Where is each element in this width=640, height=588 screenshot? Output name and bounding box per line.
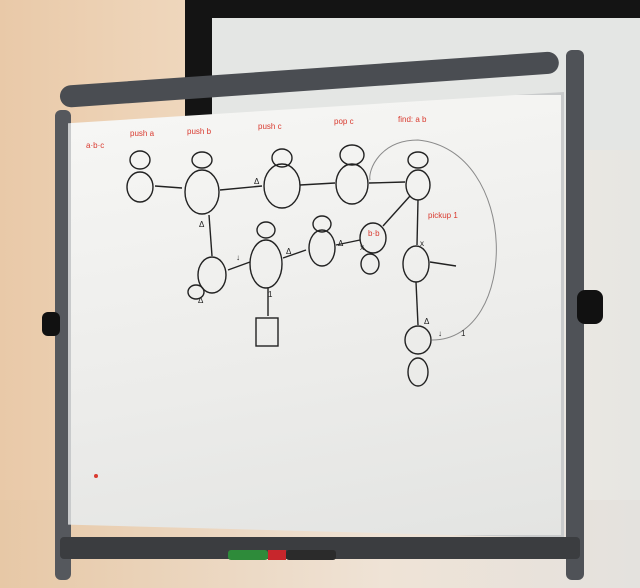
label-state-3: push b xyxy=(187,127,212,136)
label-state-1: a·b·c xyxy=(86,141,104,150)
label-state-7: pickup 1 xyxy=(428,211,458,220)
label-state-5: pop c xyxy=(334,117,354,126)
state-circle xyxy=(197,256,227,294)
state-circle xyxy=(184,169,220,215)
state-circle xyxy=(405,169,431,201)
state-circle xyxy=(308,229,336,267)
label-state-4: push c xyxy=(258,122,282,131)
left-knob[interactable] xyxy=(42,312,60,336)
label-state-8: b·b xyxy=(368,229,380,238)
red-dot xyxy=(94,474,98,478)
label-state-2: push a xyxy=(130,129,155,138)
transition-delta: Δ xyxy=(338,239,344,248)
state-circle xyxy=(359,222,387,254)
final-state-box xyxy=(255,317,279,347)
state-circle xyxy=(249,239,283,289)
stand-right-post xyxy=(566,50,584,580)
transition-delta: Δ xyxy=(286,247,292,256)
transition-down: ↓ xyxy=(236,253,240,262)
transition-delta: Δ xyxy=(254,177,260,186)
markers xyxy=(228,550,338,560)
marker-red[interactable] xyxy=(268,550,286,560)
marker-black[interactable] xyxy=(286,550,336,560)
transition-delta: Δ xyxy=(424,317,430,326)
transition-delta: Δ xyxy=(199,220,205,229)
state-circle xyxy=(263,163,301,209)
state-circle xyxy=(402,245,430,283)
state-circle xyxy=(126,171,154,203)
transition-one: 1 xyxy=(461,329,466,338)
state-circle xyxy=(404,325,432,355)
marker-green[interactable] xyxy=(228,550,268,560)
transition-x: x xyxy=(420,239,424,248)
marker-tray xyxy=(60,537,580,559)
transition-one: 1 xyxy=(268,290,273,299)
transition-delta: Δ xyxy=(198,296,204,305)
state-circle xyxy=(335,163,369,205)
stand-left-post xyxy=(55,110,71,580)
right-knob[interactable] xyxy=(577,290,603,324)
transition-x: x xyxy=(360,243,364,252)
label-state-6: find: a b xyxy=(398,115,427,124)
transition-down: ↓ xyxy=(438,329,442,338)
